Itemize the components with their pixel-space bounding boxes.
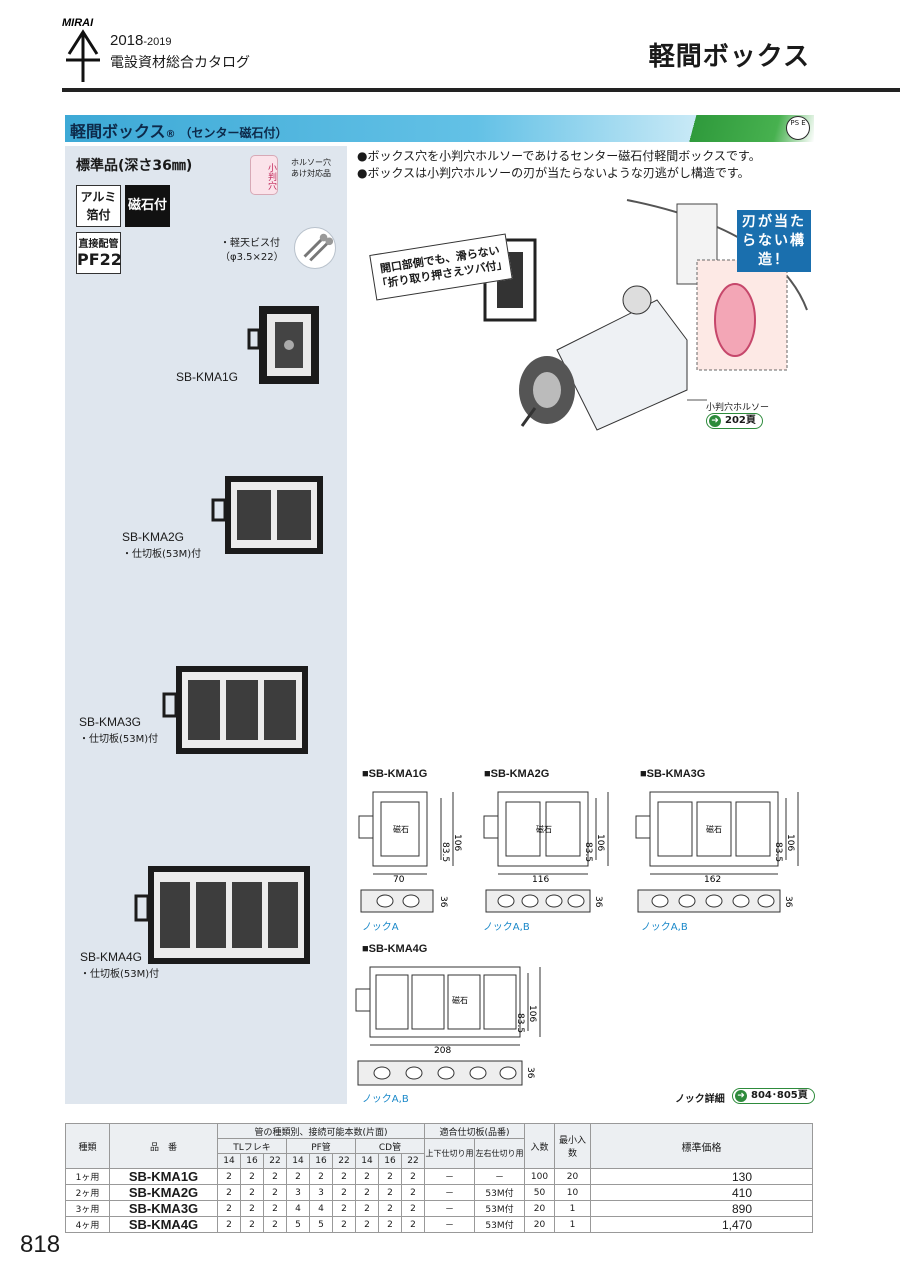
standard-label: 標準品(深さ36㎜) (76, 158, 193, 174)
svg-text:106: 106 (452, 834, 462, 851)
direct-pipe-value: PF22 (77, 250, 122, 269)
catalog-name: 電設資材総合カタログ (110, 55, 250, 71)
svg-text:83.5: 83.5 (440, 842, 450, 862)
knock-label-3g: ノックA,B (641, 922, 688, 933)
page-ref-link[interactable]: ➜ 202頁 (706, 413, 763, 429)
arrow-right-icon: ➜ (735, 1090, 747, 1102)
product-photo-2g (211, 476, 323, 554)
drawing-label-2g: ■SB-KMA2G (484, 768, 550, 780)
svg-text:116: 116 (532, 875, 549, 885)
svg-text:106: 106 (595, 834, 605, 851)
hole-saw-label: 小判穴ホルソー (706, 403, 770, 413)
screw-icon (294, 227, 336, 269)
screw-note: ・軽天ビス付 （φ3.5×22） (220, 238, 284, 263)
arrow-right-icon: ➜ (709, 415, 721, 427)
svg-text:70: 70 (393, 875, 405, 885)
svg-text:磁石: 磁石 (452, 995, 468, 1005)
drawing-label-1g: ■SB-KMA1G (362, 768, 428, 780)
table-header-row: 14 16 22 14 16 22 14 16 22 (66, 1153, 813, 1169)
aluminum-foil-badge: アルミ箔付 (76, 185, 121, 227)
svg-text:83.5: 83.5 (773, 842, 783, 862)
svg-text:83.5: 83.5 (515, 1013, 525, 1033)
svg-text:36: 36 (525, 1067, 535, 1079)
installation-illustration (483, 199, 808, 431)
knock-label-2g: ノックA,B (483, 922, 530, 933)
svg-text:36: 36 (438, 896, 448, 908)
knock-label-1g: ノックA (362, 922, 399, 933)
svg-text:磁石: 磁石 (536, 824, 552, 834)
dimension-drawing-4g: 磁石 83.5 106 208 36 (355, 966, 541, 1086)
svg-text:磁石: 磁石 (706, 824, 722, 834)
mirai-logo: MIRAI (62, 17, 100, 82)
product-name-1g: SB-KMA1G (176, 370, 239, 384)
callout-blade-clearance: 刃が当たらない構造！ (737, 210, 811, 272)
spec-table: 種類 品 番 管の種類別、接続可能本数(片面) 適合仕切板(品番) 入数 最小入… (65, 1123, 813, 1233)
direct-pipe-title: 直接配管 (78, 239, 119, 250)
product-photo-4g (134, 866, 310, 964)
header-rule (62, 88, 900, 92)
product-note-3g: ・仕切板(53M)付 (79, 734, 159, 745)
table-header-row: 種類 品 番 管の種類別、接続可能本数(片面) 適合仕切板(品番) 入数 最小入… (65, 1123, 813, 1169)
feature-list: ●ボックス穴を小判穴ホルソーであけるセンター磁石付軽間ボックスです。 ●ボックス… (357, 148, 761, 182)
dimension-drawing-2g: 磁石 83.5 106 116 36 (483, 791, 609, 913)
page-number: 818 (20, 1231, 61, 1258)
logo-text: MIRAI (62, 17, 94, 29)
product-name-3g: SB-KMA3G (79, 715, 142, 729)
hole-saw-note: ホルソー穴あけ対応品 (291, 158, 331, 178)
knock-detail-page-ref[interactable]: ➜ 804･805頁 (732, 1088, 815, 1104)
section-title: 軽間ボックス®（センター磁石付） (70, 122, 288, 141)
product-name-4g: SB-KMA4G (80, 950, 143, 964)
knock-label-4g: ノックA,B (362, 1094, 409, 1105)
product-photo-1g (247, 306, 319, 384)
product-photo-3g (162, 666, 308, 754)
pse-mark: PS E (786, 116, 810, 140)
svg-text:36: 36 (593, 896, 603, 908)
oval-hole-badge: 小判穴 (250, 155, 278, 195)
dimension-drawing-3g: 磁石 83.5 106 162 36 (635, 791, 799, 913)
catalog-year: 2018-2019 (110, 32, 172, 49)
drawing-label-3g: ■SB-KMA3G (640, 768, 706, 780)
svg-text:36: 36 (783, 896, 793, 908)
page-header: MIRAI 2018-2019 電設資材総合カタログ 軽間ボックス (0, 0, 900, 96)
product-note-4g: ・仕切板(53M)付 (80, 969, 160, 980)
drawing-label-4g: ■SB-KMA4G (362, 943, 428, 955)
svg-text:83.5: 83.5 (583, 842, 593, 862)
svg-text:208: 208 (434, 1046, 451, 1056)
feature-item: ●ボックスは小判穴ホルソーの刃が当たらないような刃逃がし構造です。 (357, 166, 750, 180)
feature-item: ●ボックス穴を小判穴ホルソーであけるセンター磁石付軽間ボックスです。 (357, 149, 761, 163)
page-title: 軽間ボックス (648, 42, 810, 72)
product-name-2g: SB-KMA2G (122, 530, 185, 544)
svg-text:106: 106 (527, 1005, 537, 1022)
svg-text:磁石: 磁石 (393, 824, 409, 834)
product-note-2g: ・仕切板(53M)付 (122, 549, 202, 560)
svg-text:106: 106 (785, 834, 795, 851)
magnet-badge: 磁石付 (125, 185, 170, 227)
svg-text:162: 162 (704, 875, 721, 885)
direct-pipe-badge: 直接配管 PF22 (76, 232, 122, 274)
dimension-drawing-1g: 磁石 83.5 106 70 36 (358, 791, 462, 913)
knock-detail-label: ノック詳細 (675, 1094, 725, 1105)
